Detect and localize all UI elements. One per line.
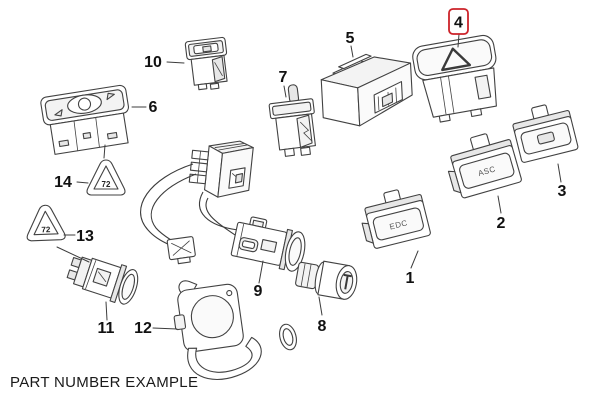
part-9-wires bbox=[140, 163, 239, 246]
part-8-lighter-element bbox=[295, 260, 358, 300]
callout-12-label[interactable]: 12 bbox=[134, 320, 152, 337]
leader-line-7 bbox=[283, 85, 287, 98]
line-part6-to-triangle14 bbox=[103, 144, 106, 159]
part-12-mounting-bracket bbox=[173, 280, 262, 380]
part-6-switch-unit bbox=[40, 84, 130, 155]
leader-line-14 bbox=[76, 181, 89, 184]
line-triangle13-to-part11 bbox=[56, 246, 90, 263]
callout-4-highlight-box bbox=[448, 8, 469, 35]
callout-3-label[interactable]: 3 bbox=[558, 183, 567, 200]
triangle-13-code: 72 bbox=[41, 225, 51, 234]
callout-4-label[interactable]: 4 bbox=[454, 15, 463, 32]
leader-line-12 bbox=[152, 327, 178, 330]
leader-line-4 bbox=[457, 33, 460, 48]
callout-10-label[interactable]: 10 bbox=[144, 54, 162, 71]
leader-line-5 bbox=[350, 45, 354, 58]
callout-8-label[interactable]: 8 bbox=[318, 318, 327, 335]
callout-7-label[interactable]: 7 bbox=[279, 69, 288, 86]
part-11-lighter-socket bbox=[66, 256, 139, 305]
retaining-ring bbox=[279, 323, 297, 351]
part-2-asc-switch: ASC bbox=[447, 133, 522, 199]
triangle-14-code: 72 bbox=[102, 180, 111, 189]
leader-line-11 bbox=[105, 301, 108, 321]
part-5-switch-module bbox=[320, 53, 413, 127]
callout-5-label[interactable]: 5 bbox=[346, 30, 355, 47]
part-10-rocker-switch bbox=[184, 36, 228, 91]
part-4-hazard-warning-switch bbox=[412, 34, 497, 123]
callout-9-label[interactable]: 9 bbox=[254, 283, 263, 300]
part-9-small-connector bbox=[166, 236, 196, 265]
part-14-warning-triangle: 72 bbox=[86, 159, 126, 196]
leader-line-9 bbox=[258, 260, 264, 284]
callout-11-label[interactable]: 11 bbox=[98, 320, 115, 337]
callout-13-label[interactable]: 13 bbox=[76, 228, 94, 245]
callout-14-label[interactable]: 14 bbox=[54, 174, 72, 191]
leader-line-2 bbox=[497, 195, 502, 214]
leader-line-8 bbox=[318, 296, 323, 316]
diagram-caption: PART NUMBER EXAMPLE bbox=[10, 374, 198, 391]
callout-4-highlight[interactable]: 4 bbox=[448, 8, 469, 35]
leader-line-10 bbox=[166, 61, 185, 64]
part-3-switch bbox=[512, 104, 579, 163]
part-9-socket bbox=[230, 216, 306, 272]
part-13-warning-triangle: 72 bbox=[26, 204, 66, 242]
part-1-edc-switch: EDC bbox=[361, 189, 431, 249]
edc-switch-marking: EDC bbox=[389, 218, 409, 231]
part-7-contact-switch bbox=[268, 84, 316, 157]
leader-line-1 bbox=[410, 250, 419, 269]
callout-1-label[interactable]: 1 bbox=[406, 270, 415, 287]
leader-line-3 bbox=[557, 163, 562, 183]
callout-2-label[interactable]: 2 bbox=[497, 215, 506, 232]
part-9-harness-connector bbox=[188, 140, 254, 198]
callout-6-label[interactable]: 6 bbox=[149, 99, 158, 116]
